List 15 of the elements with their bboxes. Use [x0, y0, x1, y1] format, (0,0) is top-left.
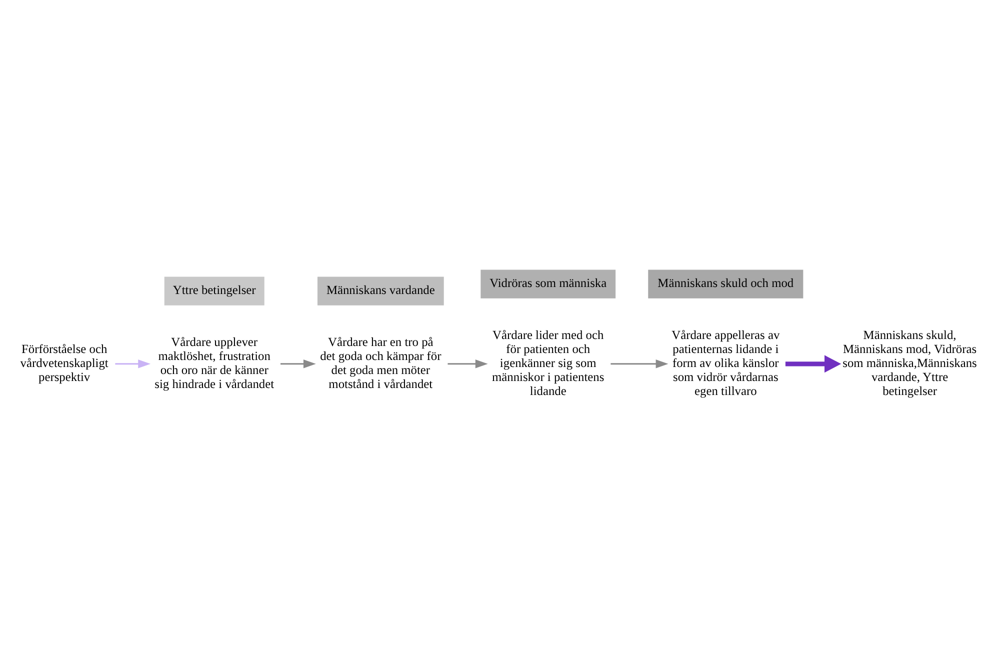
node-text: Vårdare lider med och för patienten och igenkänner sig som människor i patientens lidande [492, 328, 604, 398]
node-text: Förförståelse och vårdvetenskapligt perspektiv [20, 342, 108, 384]
node-box: Människans vardande [317, 276, 444, 306]
node-text: Människans skuld, Människans mod, Vidröras som människa,Människans vardande, Yttre betingelser [842, 328, 977, 398]
node-box: Yttre betingelser [164, 276, 264, 306]
arrow [785, 355, 842, 373]
arrow [448, 360, 488, 368]
node-box: Människans skuld och mod [648, 270, 804, 298]
node-text: Vårdare har en tro på det goda och kämpar för det goda men möter motstånd i vårdandet [320, 334, 442, 391]
arrow [610, 360, 668, 368]
node-text: Vårdare appelleras av patienternas lidande i form av olika känslor som vidrör vårdarnas egen tillvaro [672, 328, 780, 398]
node-box: Vidröras som människa [480, 270, 616, 298]
arrow [280, 360, 316, 368]
node-text: Vårdare upplever maktlöshet, frustration och oro när de känner sig hindrade i vårdandet [154, 334, 274, 391]
arrow [115, 360, 151, 368]
